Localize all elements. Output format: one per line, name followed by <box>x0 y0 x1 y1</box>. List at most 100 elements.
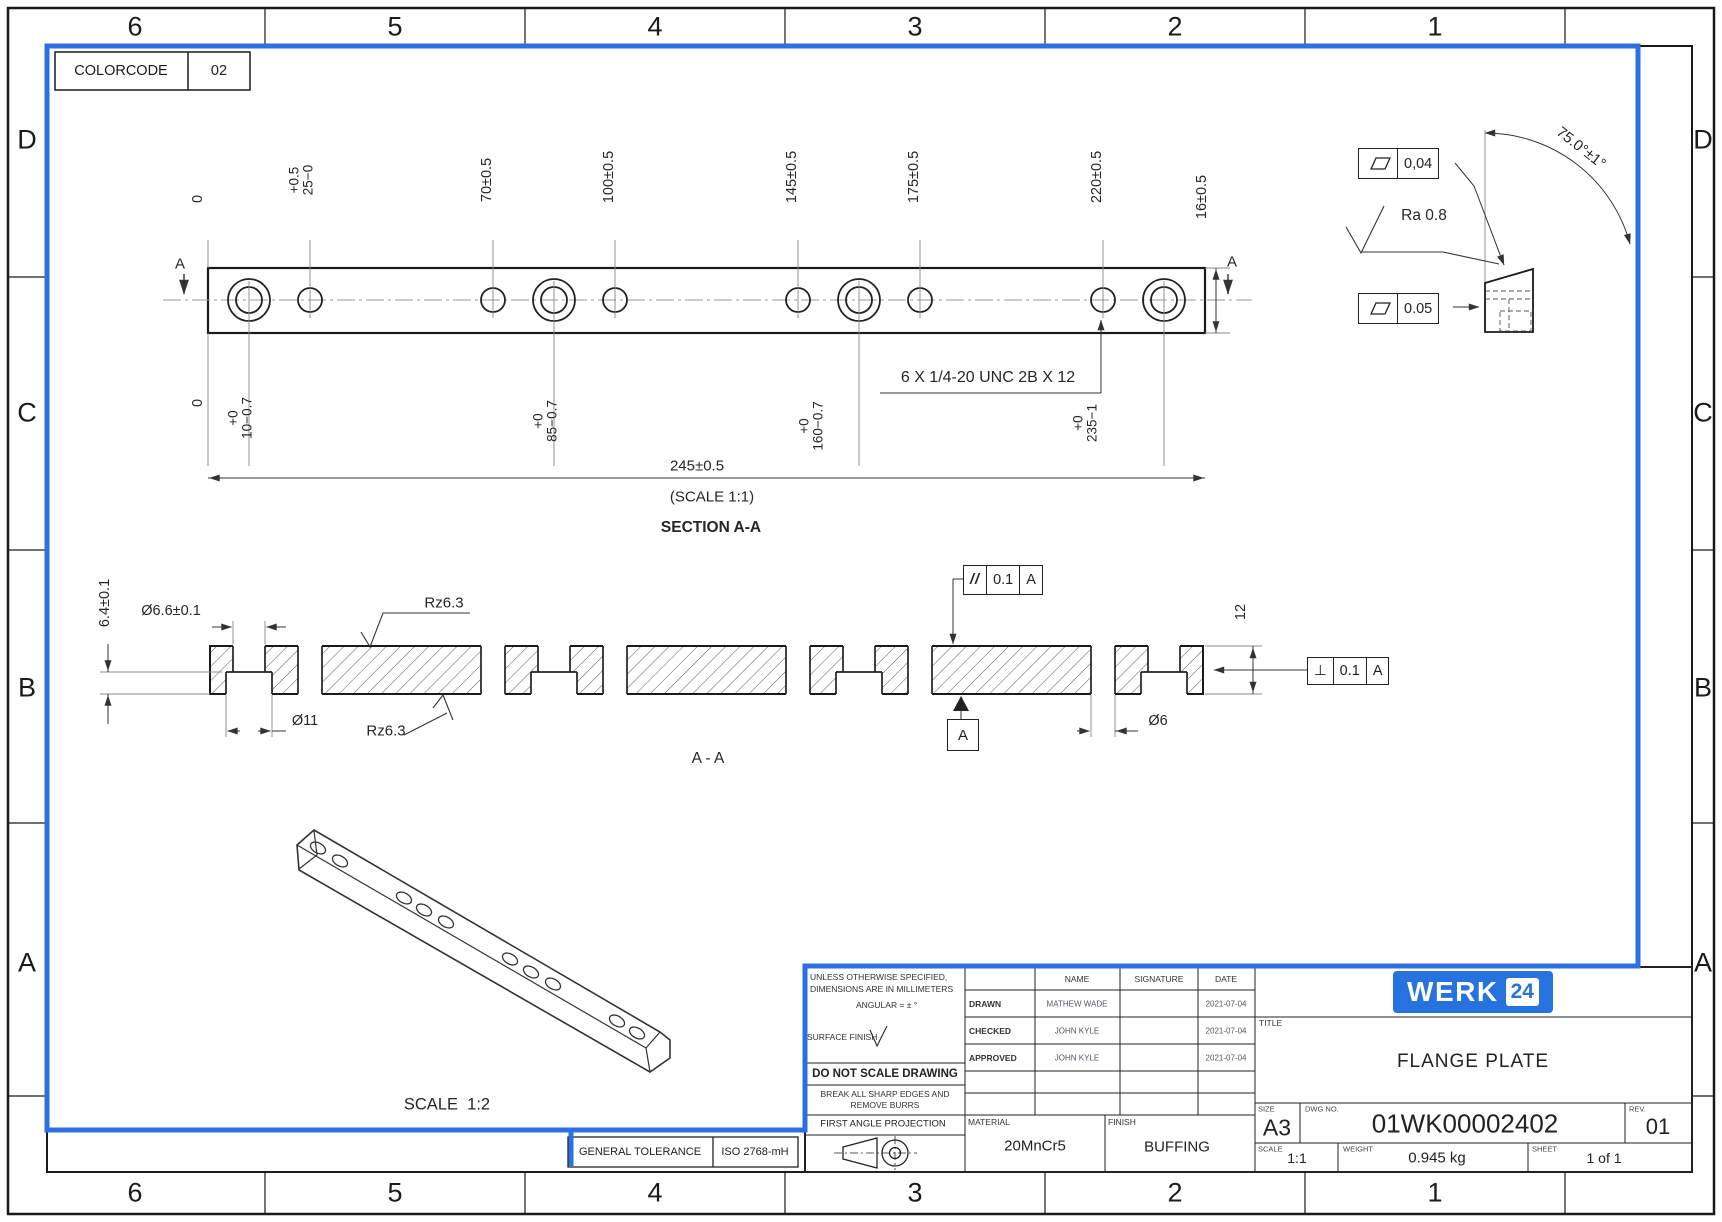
general-tolerance-label: GENERAL TOLERANCE <box>578 1146 702 1158</box>
thread-callout: 6 X 1/4-20 UNC 2B X 12 <box>900 369 1076 386</box>
tb-size-value: A3 <box>1262 1114 1292 1141</box>
projection-symbol <box>834 1136 917 1170</box>
tb-title-label: TITLE <box>1259 1018 1283 1028</box>
perpendicularity-frame: ⊥ 0.1 A <box>1307 657 1390 685</box>
grid-row-right-D: D <box>1693 124 1713 155</box>
tb-material-label: MATERIAL <box>968 1117 1010 1127</box>
grid-row-left-D: D <box>17 124 37 155</box>
grid-col-top-4: 4 <box>647 11 663 42</box>
highlight-overlay <box>44 43 1641 1166</box>
general-tolerance-box <box>567 1136 799 1168</box>
dim-counterbore-dia: Ø11 <box>291 713 319 729</box>
werk24-logo-number: 24 <box>1505 978 1539 1006</box>
grid-col-top-3: 3 <box>907 11 923 42</box>
tb-weight-value: 0.945 kg <box>1408 1149 1466 1167</box>
tb-scale-label: SCALE <box>1258 1144 1283 1154</box>
overall-dim: 245±0.5 <box>669 457 725 475</box>
perpendicularity-datum: A <box>1372 663 1383 679</box>
grid-row-left-C: C <box>17 397 37 428</box>
flatness-top-value: 0,04 <box>1404 155 1433 172</box>
werk24-logo-word: WERK <box>1407 976 1499 1007</box>
grid-row-left-B: B <box>17 672 37 703</box>
tb-approved-date: 2021-07-04 <box>1205 1053 1247 1063</box>
tb-title-value: FLANGE PLATE <box>1396 1051 1550 1072</box>
section-cut-label-right: A <box>1226 253 1238 271</box>
grid-col-top-6: 6 <box>127 11 143 42</box>
tb-drawn-name: MATHEW WADE <box>1046 999 1108 1009</box>
colorcode-box <box>54 51 251 91</box>
tb-break-edges-2: REMOVE BURRS <box>850 1100 920 1110</box>
grid-row-left-A: A <box>17 947 37 978</box>
tb-dwg-label: DWG NO. <box>1305 1104 1339 1114</box>
grid-col-top-2: 2 <box>1167 11 1183 42</box>
tb-finish-value: BUFFING <box>1144 1138 1210 1156</box>
werk24-logo: WERK 24 <box>1393 971 1553 1013</box>
tb-material-value: 20MnCr5 <box>1004 1137 1066 1155</box>
perpendicularity-tolerance: 0.1 <box>1334 658 1367 684</box>
tb-notes-line1: UNLESS OTHERWISE SPECIFIED, <box>810 972 948 982</box>
parallelism-tolerance: 0.1 <box>987 566 1021 594</box>
iso-view <box>296 829 671 1073</box>
grid-col-bottom-2: 2 <box>1167 1177 1183 1208</box>
tb-size-label: SIZE <box>1258 1104 1275 1114</box>
dim-small-hole-dia: Ø6 <box>1148 713 1168 729</box>
dim-16: 16±0.5 <box>1194 174 1210 220</box>
tb-break-edges-1: BREAK ALL SHARP EDGES AND <box>820 1089 950 1099</box>
colorcode-label: COLORCODE <box>74 63 168 79</box>
grid-col-bottom-5: 5 <box>387 1177 403 1208</box>
tb-col-signature: SIGNATURE <box>1134 974 1184 984</box>
tb-checked-name: JOHN KYLE <box>1054 1026 1100 1036</box>
flatness-bottom-value: 0.05 <box>1404 300 1433 317</box>
tb-col-name: NAME <box>1064 974 1090 984</box>
parallelism-icon: // <box>964 566 988 594</box>
dim-0-top: 0 <box>190 194 206 204</box>
tb-col-date: DATE <box>1214 974 1238 984</box>
section-view <box>100 578 1307 737</box>
dim-145: 145±0.5 <box>784 150 800 204</box>
tb-checked-label: CHECKED <box>969 1026 1012 1036</box>
tb-scale-value: 1:1 <box>1287 1150 1307 1166</box>
detail-view <box>1345 129 1631 333</box>
tb-dwg-number: 01WK00002402 <box>1371 1108 1559 1139</box>
top-view <box>163 240 1252 482</box>
tb-notes-line2: DIMENSIONS ARE IN MILLIMETERS <box>810 984 954 994</box>
tb-rev-label: REV. <box>1629 1104 1646 1114</box>
section-title: SECTION A-A <box>660 519 762 536</box>
dim-counterbore-depth: 6.4±0.1 <box>97 578 113 628</box>
tb-angular-note: ANGULAR = ± ° <box>856 1000 918 1010</box>
grid-col-top-5: 5 <box>387 11 403 42</box>
dim-175: 175±0.5 <box>906 150 922 204</box>
iso-scale-note: SCALE 1:2 <box>403 1095 491 1114</box>
datum-flag: A <box>947 719 979 751</box>
section-view-label: A - A <box>691 750 725 767</box>
tb-do-not-scale: DO NOT SCALE DRAWING <box>812 1068 958 1080</box>
dim-220: 220±0.5 <box>1089 150 1105 204</box>
tb-surface-finish-label: SURFACE FINISH <box>807 1032 878 1042</box>
rz-top-label: Rz6.3 <box>424 594 464 612</box>
tb-checked-date: 2021-07-04 <box>1205 1026 1247 1036</box>
tb-projection-label: FIRST ANGLE PROJECTION <box>820 1118 946 1130</box>
dim-100: 100±0.5 <box>601 150 617 204</box>
grid-col-bottom-4: 4 <box>647 1177 663 1208</box>
colorcode-value: 02 <box>210 63 228 79</box>
perpendicularity-icon: ⊥ <box>1308 658 1334 684</box>
tb-approved-label: APPROVED <box>969 1053 1017 1063</box>
dim-thickness: 12 <box>1233 603 1249 621</box>
flatness-icon <box>1359 149 1398 178</box>
tb-drawn-date: 2021-07-04 <box>1205 999 1247 1009</box>
grid-col-bottom-6: 6 <box>127 1177 143 1208</box>
general-tolerance-value: ISO 2768-mH <box>721 1146 789 1158</box>
grid-row-right-A: A <box>1693 947 1713 978</box>
scale-note-1-1: (SCALE 1:1) <box>669 488 755 506</box>
section-holes <box>226 644 1187 696</box>
tb-sheet-label: SHEET <box>1532 1144 1558 1154</box>
section-cut-label-left: A <box>174 255 186 273</box>
grid-col-bottom-3: 3 <box>907 1177 923 1208</box>
parallelism-datum: A <box>1026 572 1036 588</box>
tb-finish-label: FINISH <box>1108 1117 1136 1127</box>
dim-0-bottom: 0 <box>190 398 206 408</box>
